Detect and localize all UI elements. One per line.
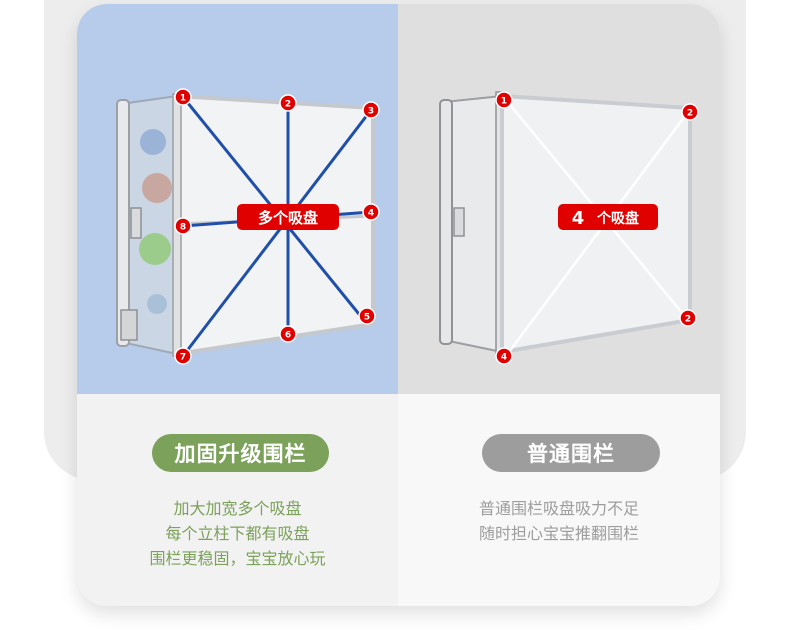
svg-text:4: 4 — [501, 353, 507, 363]
svg-text:2: 2 — [687, 109, 693, 119]
marker-1: 1 — [495, 91, 513, 109]
marker-4: 4 — [495, 347, 513, 365]
svg-text:4: 4 — [368, 209, 374, 219]
svg-text:8: 8 — [180, 223, 186, 233]
description-line: 随时担心宝宝推翻围栏 — [478, 524, 639, 543]
suction-count-badge: 4 个吸盘 — [558, 204, 658, 230]
planet-decoration — [142, 173, 172, 203]
ordinary-fence-illustration: 1 2 2 4 4 个吸盘 — [439, 91, 699, 365]
marker-1: 1 — [174, 88, 192, 106]
description-line: 每个立柱下都有吸盘 — [165, 524, 310, 543]
svg-text:多个吸盘: 多个吸盘 — [258, 209, 318, 227]
svg-text:5: 5 — [364, 313, 370, 323]
planet-decoration — [147, 294, 167, 314]
svg-text:6: 6 — [285, 331, 291, 341]
svg-text:3: 3 — [368, 107, 374, 117]
upgraded-fence-description: 加大加宽多个吸盘 每个立柱下都有吸盘 围栏更稳固，宝宝放心玩 — [77, 496, 398, 571]
upgraded-fence-section: 1 2 3 4 5 6 7 8 多个吸盘 加固升级围栏 加大加宽多个吸盘 每个立… — [77, 4, 398, 606]
svg-text:4: 4 — [572, 208, 585, 229]
marker-2: 2 — [681, 103, 699, 121]
frame-post — [439, 99, 453, 345]
svg-text:2: 2 — [285, 100, 291, 110]
description-line: 围栏更稳固，宝宝放心玩 — [149, 549, 326, 568]
marker-7: 7 — [174, 347, 192, 365]
connector-clip — [453, 207, 465, 237]
ordinary-fence-info — [398, 394, 720, 606]
marker-2-bottom: 2 — [679, 309, 697, 327]
suction-count-badge: 多个吸盘 — [237, 204, 339, 230]
marker-2: 2 — [279, 94, 297, 112]
ordinary-fence-section: 1 2 2 4 4 个吸盘 普通围栏 普通围栏吸盘吸力不足 随时担心宝宝推翻围栏 — [398, 4, 720, 606]
ordinary-fence-title: 普通围栏 — [482, 434, 660, 472]
marker-3: 3 — [362, 101, 380, 119]
svg-text:1: 1 — [180, 94, 186, 104]
planet-decoration — [140, 129, 166, 155]
comparison-card: 1 2 3 4 5 6 7 8 多个吸盘 加固升级围栏 加大加宽多个吸盘 每个立… — [77, 4, 720, 606]
description-line: 普通围栏吸盘吸力不足 — [478, 499, 639, 518]
description-line: 加大加宽多个吸盘 — [173, 499, 302, 518]
ordinary-fence-description: 普通围栏吸盘吸力不足 随时担心宝宝推翻围栏 — [398, 496, 720, 546]
svg-text:7: 7 — [180, 353, 186, 363]
marker-5: 5 — [358, 307, 376, 325]
upgraded-fence-info — [77, 394, 398, 606]
marker-6: 6 — [279, 325, 297, 343]
marker-4: 4 — [362, 203, 380, 221]
frame-post — [116, 99, 130, 347]
marker-8: 8 — [174, 217, 192, 235]
svg-text:个吸盘: 个吸盘 — [596, 210, 639, 227]
planet-decoration — [139, 233, 171, 265]
upgraded-fence-photo: 1 2 3 4 5 6 7 8 多个吸盘 — [77, 4, 398, 394]
upgraded-fence-title: 加固升级围栏 — [152, 434, 329, 472]
ordinary-fence-photo: 1 2 2 4 4 个吸盘 — [398, 4, 720, 394]
svg-text:2: 2 — [685, 315, 691, 325]
suction-cup-foot — [120, 309, 138, 341]
svg-text:1: 1 — [501, 97, 507, 107]
connector-clip — [130, 207, 142, 239]
upgraded-fence-illustration: 1 2 3 4 5 6 7 8 多个吸盘 — [116, 88, 380, 365]
